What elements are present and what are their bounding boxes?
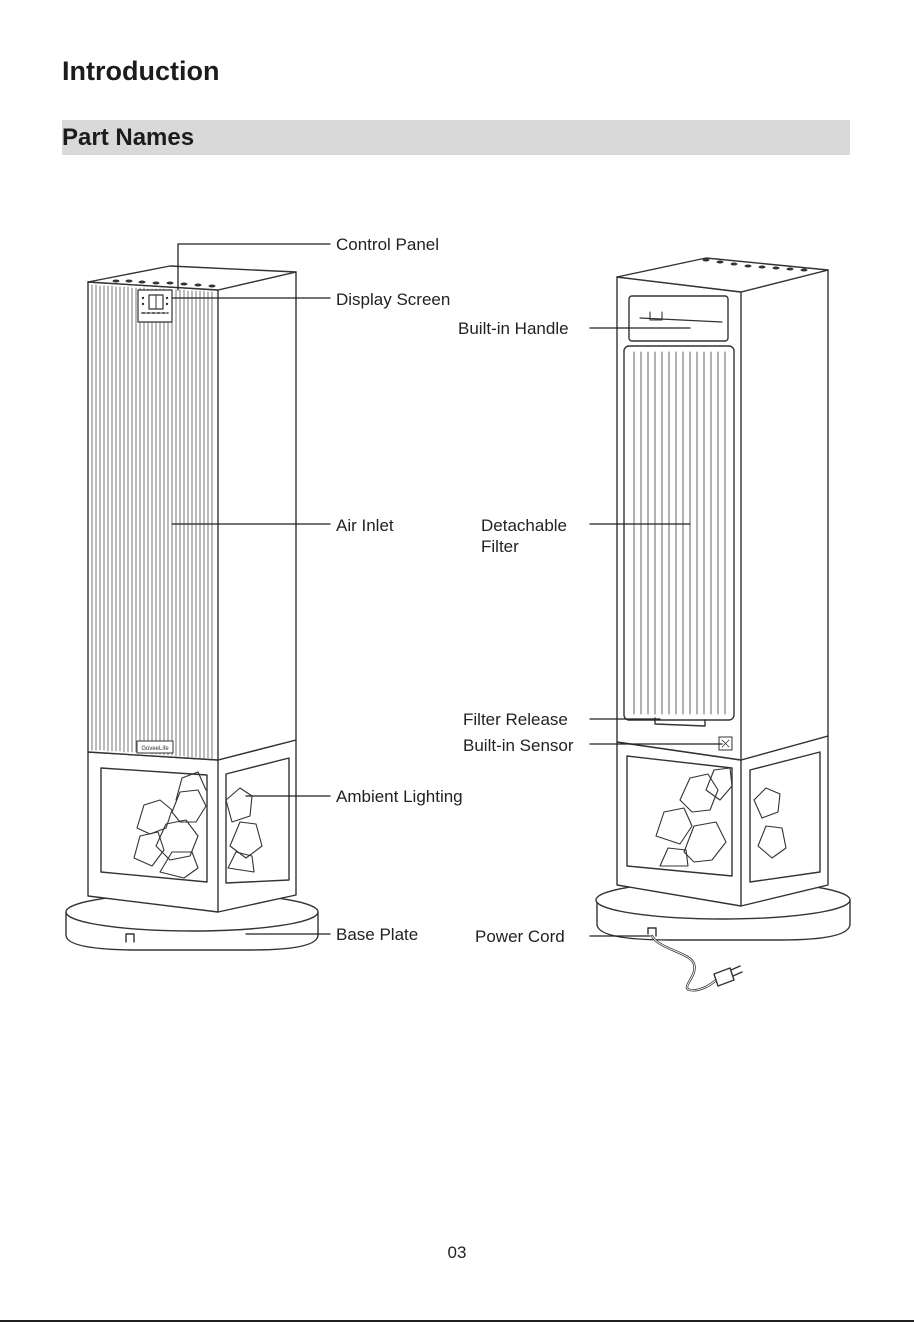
front-view-heater: GoveeLife <box>66 266 318 950</box>
front-tower-body: GoveeLife <box>88 266 296 760</box>
label-power-cord: Power Cord <box>475 926 565 947</box>
label-built-in-handle: Built-in Handle <box>458 318 569 339</box>
label-detachable-filter-line2: Filter <box>481 536 519 557</box>
rear-tower-body <box>617 258 828 760</box>
bottom-rule <box>0 1320 914 1322</box>
label-base-plate: Base Plate <box>336 924 418 945</box>
label-air-inlet: Air Inlet <box>336 515 394 536</box>
label-built-in-sensor: Built-in Sensor <box>463 735 574 756</box>
label-ambient-lighting: Ambient Lighting <box>336 786 463 807</box>
label-filter-release: Filter Release <box>463 709 568 730</box>
rear-view-heater <box>596 258 850 990</box>
rear-built-in-handle <box>629 296 728 341</box>
label-display-screen: Display Screen <box>336 289 450 310</box>
page-number: 03 <box>0 1243 914 1263</box>
rear-lighting-cabinet <box>617 736 828 906</box>
label-detachable-filter-line1: Detachable <box>481 515 567 536</box>
front-lighting-cabinet <box>88 740 296 912</box>
label-control-panel: Control Panel <box>336 234 439 255</box>
front-display-screen <box>138 290 172 322</box>
front-brand-logo: GoveeLife <box>141 746 169 752</box>
rear-detachable-filter <box>624 346 734 726</box>
